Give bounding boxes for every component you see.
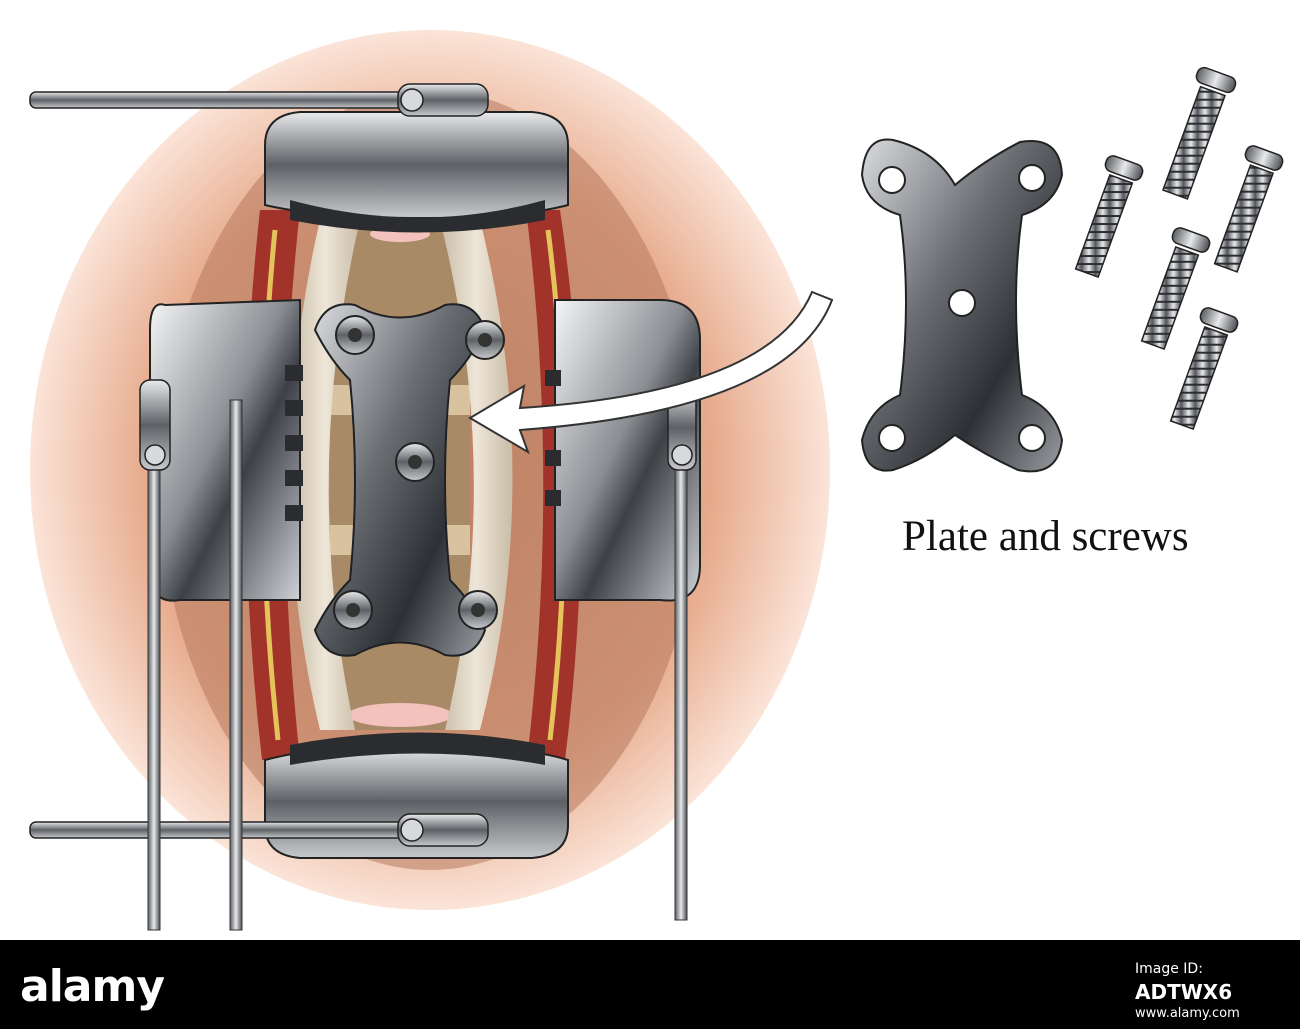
figure-caption: Plate and screws (902, 513, 1189, 560)
retractor-blade-top (264, 111, 569, 220)
site-url: www.alamy.com (1135, 1006, 1240, 1021)
implanted-screws (333, 315, 505, 630)
retractor-rod-right (674, 459, 688, 921)
screw-icon (1140, 227, 1211, 351)
retractor-rod-left-1 (147, 459, 161, 931)
retractor-blade-right (554, 299, 701, 602)
ligament-left (290, 220, 360, 730)
surgical-illustration (29, 30, 1284, 931)
retractor-rod-left-2 (229, 399, 243, 931)
screw-icon (1169, 307, 1239, 431)
retractor-blade-left (149, 298, 301, 602)
screw-icon (1074, 155, 1144, 279)
watermark-footer (0, 940, 1300, 1029)
image-id: ADTWX6 (1135, 980, 1233, 1004)
screw-icon (1213, 145, 1284, 273)
image-id-label: Image ID: (1135, 961, 1203, 977)
alamy-logo: alamy (20, 961, 165, 1012)
screw-icon (1161, 66, 1237, 200)
curved-arrow-icon (468, 290, 834, 455)
